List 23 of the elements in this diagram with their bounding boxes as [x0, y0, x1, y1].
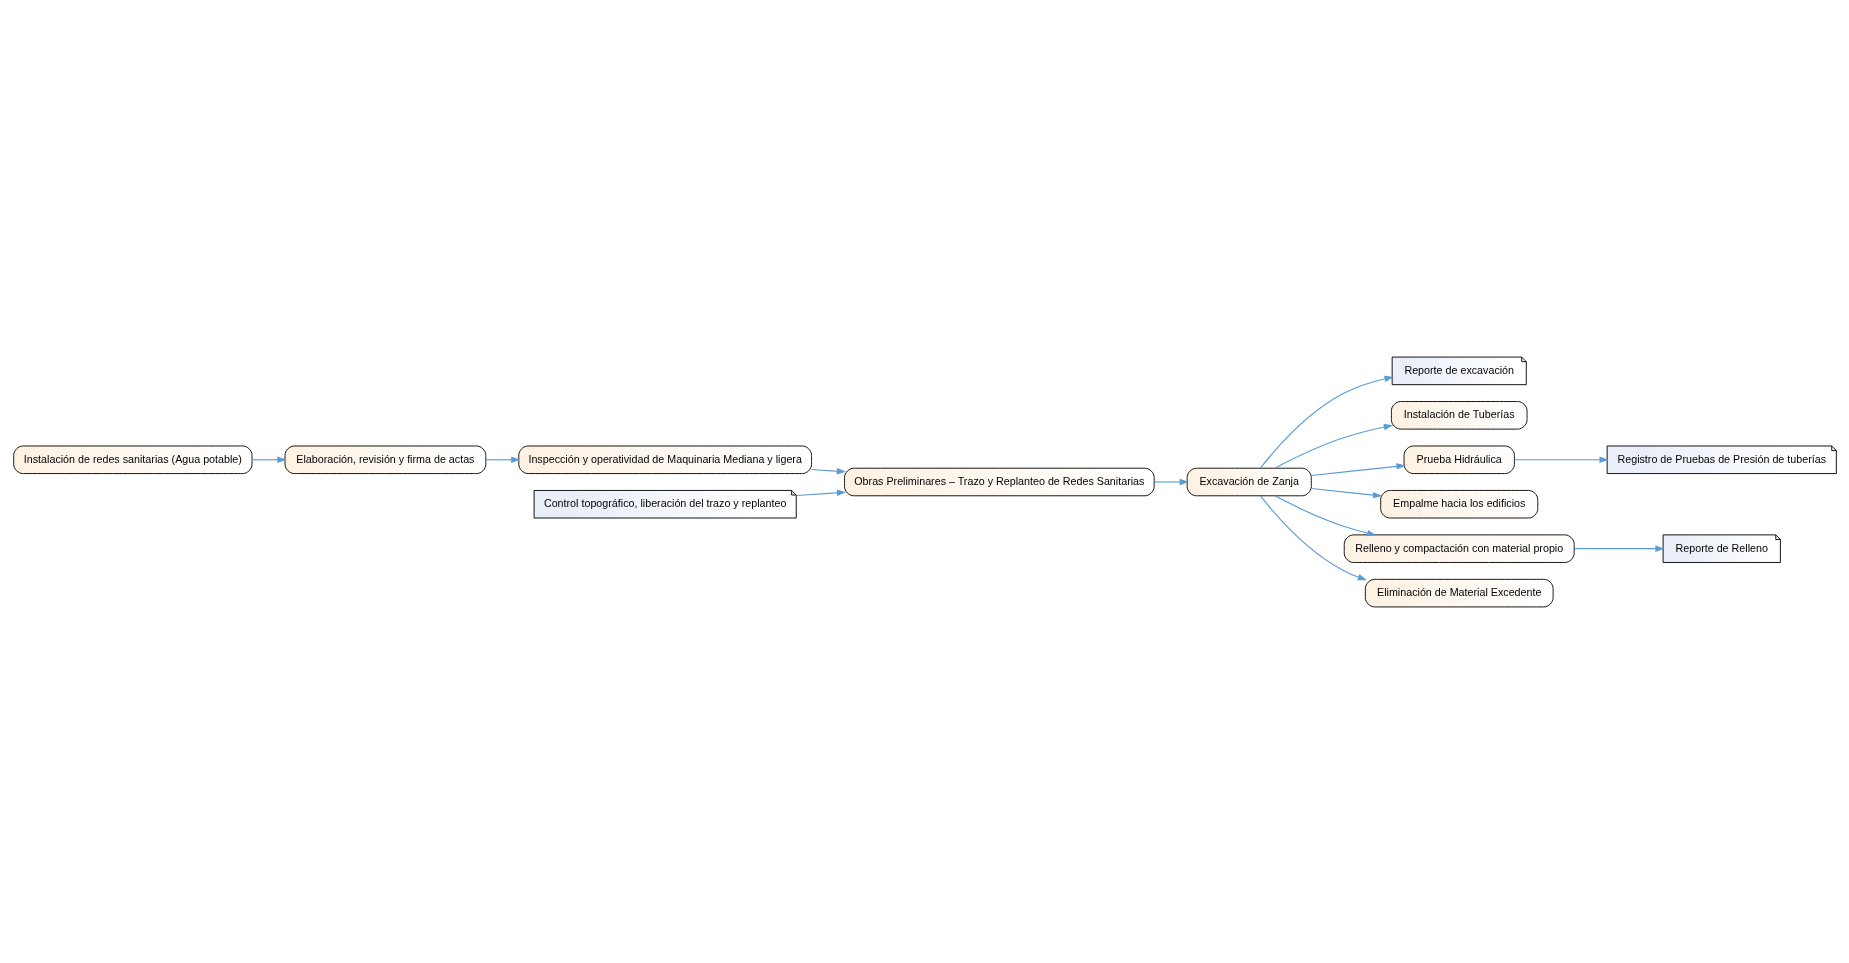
node-box: Instalación de redes sanitarias (Agua potable)	[12, 445, 252, 474]
arrow	[1273, 423, 1393, 469]
arrow	[795, 489, 846, 496]
node-box: Prueba Hidráulica	[1403, 445, 1515, 474]
arrow	[1259, 375, 1394, 469]
node-box: Eliminación de Material Excedente	[1364, 578, 1554, 607]
arrow	[1273, 494, 1376, 536]
node-box: Instalación de Tuberías	[1390, 400, 1527, 430]
node-box: Empalme hacia los edificios	[1379, 489, 1538, 518]
arrow	[1513, 456, 1609, 463]
arrow	[810, 467, 846, 474]
node-box: Obras Preliminares – Trazo y Replanteo de Redes Sanitarias	[843, 467, 1155, 496]
arrow	[484, 456, 520, 463]
arrow	[1259, 494, 1367, 580]
node-box: Inspección y operatividad de Maquinaria Mediana y ligera	[517, 445, 812, 474]
arrow	[1310, 487, 1382, 498]
arrow	[1153, 478, 1189, 485]
arrow	[251, 456, 287, 463]
node-box: Relleno y compactación con material propio	[1343, 533, 1575, 563]
node-box: Excavación de Zanja	[1186, 467, 1312, 496]
arrow	[1573, 544, 1665, 552]
arrow	[1310, 462, 1406, 476]
node-box: Elaboración, revisión y firma de actas	[284, 445, 486, 474]
